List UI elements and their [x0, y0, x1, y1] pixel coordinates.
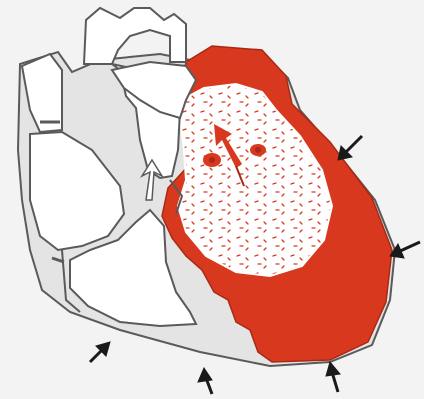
heart-diagram	[0, 0, 424, 399]
heart-illustration	[0, 0, 424, 399]
